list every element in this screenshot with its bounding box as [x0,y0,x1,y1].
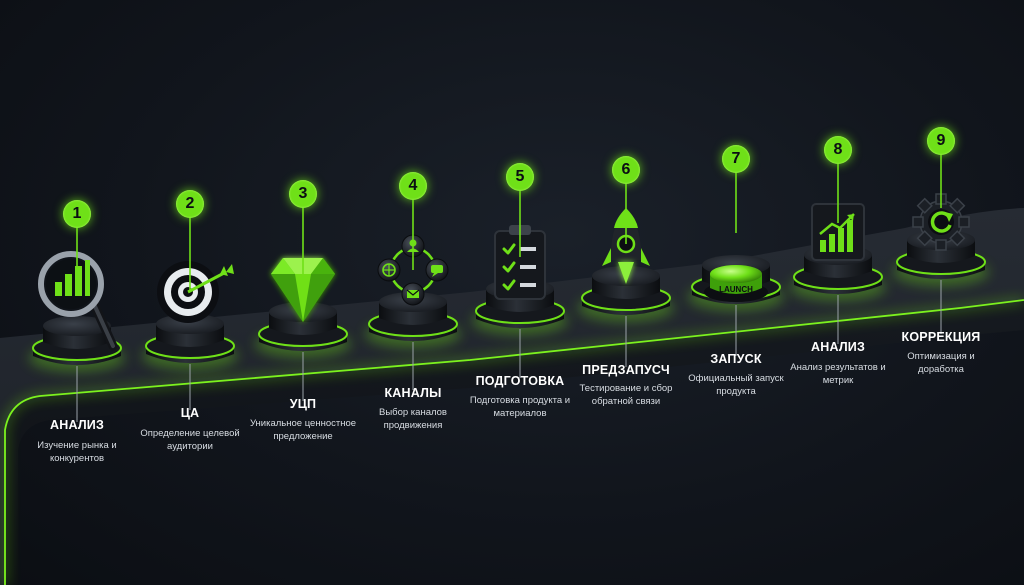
step-number-badge: 9 [927,127,955,155]
step-description: Официальный запуск продукта [688,373,784,397]
channels-network-icon [377,234,449,306]
step-title: АНАЛИЗ [49,418,105,432]
pedestal [142,314,238,370]
growth-chart-icon [811,203,865,261]
step-title: ПОДГОТОВКА [475,374,565,388]
launch-button-label: LAUNCH [719,285,753,294]
step-number-badge: 7 [722,145,750,173]
step-description: Оптимизация и доработка [907,351,975,375]
step-number-badge: 5 [506,163,534,191]
step-number-badge: 2 [176,190,204,218]
target-icon [157,261,234,323]
step-title: КАНАЛЫ [384,386,442,400]
step-description: Анализ результатов и метрик [790,362,886,386]
step-number-badge: 3 [289,180,317,208]
step-description: Подготовка продукта и материалов [469,395,571,419]
step-number-badge: 1 [63,200,91,228]
step-title: АНАЛИЗ [810,340,866,354]
step-title: ЗАПУСК [710,352,762,366]
gear-refresh-icon [912,193,970,251]
step-number-badge: 4 [399,172,427,200]
magnifier-chart-icon [38,251,118,351]
step-description: Определение целевой аудитории [140,428,240,452]
pedestal [29,316,125,372]
step-description: Изучение рынка и конкурентов [37,440,117,464]
step-title: ПРЕДЗАПУСЧ [582,363,670,377]
step-description: Выбор каналов продвижения [379,407,447,431]
pedestal [365,292,461,348]
step-number-badge: 6 [612,156,640,184]
step-title: КОРРЕКЦИЯ [901,330,981,344]
step-title: УЦП [289,397,317,411]
step-description: Уникальное ценностное предложение [249,418,357,442]
step-number-badge: 8 [824,136,852,164]
launch-button-icon: LAUNCH [704,265,768,302]
step-title: ЦА [180,406,200,420]
step-description: Тестирование и сбор обратной связи [579,383,673,407]
